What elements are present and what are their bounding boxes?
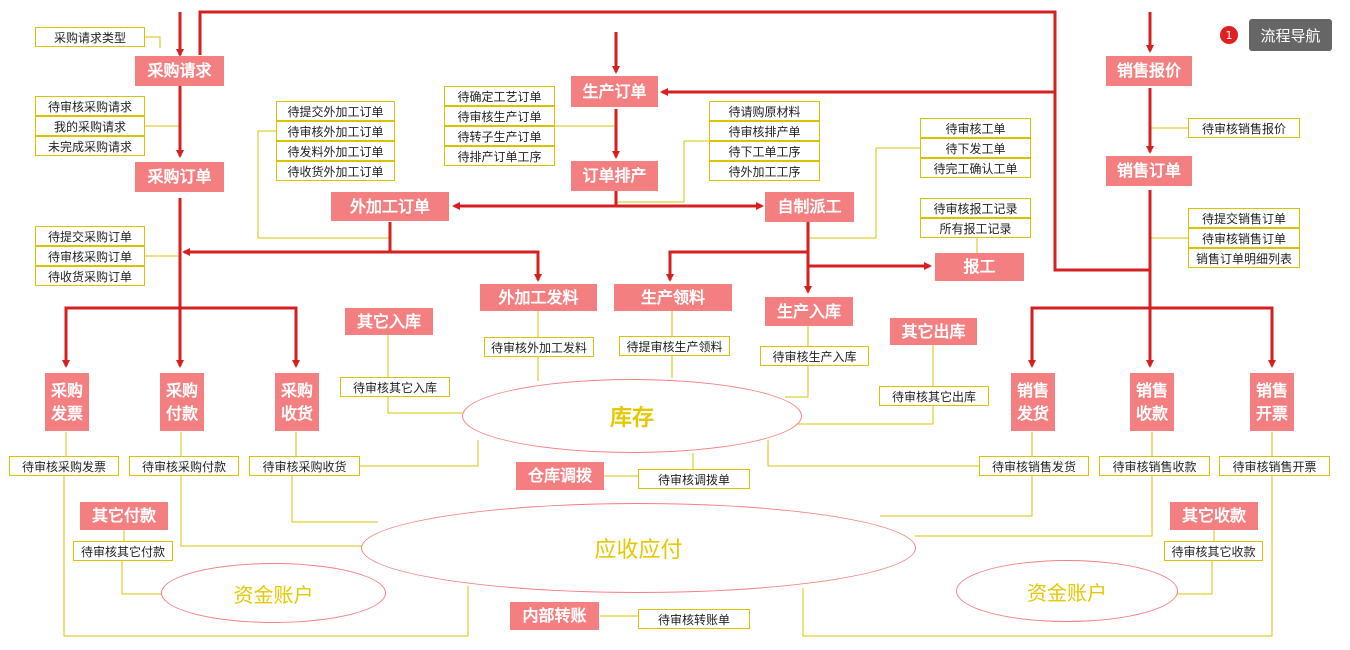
inventory-center[interactable]: 库存 xyxy=(462,379,802,453)
notification-badge: 1 xyxy=(1220,26,1238,44)
purchase-payment-node[interactable]: 采购付款 xyxy=(160,373,204,431)
task-sales-collect[interactable]: 待审核销售收款 xyxy=(1099,456,1210,476)
task-prod-order-item[interactable]: 待排产订单工序 xyxy=(444,146,555,166)
task-report-item[interactable]: 待审核报工记录 xyxy=(920,198,1031,218)
ar-ap-center[interactable]: 应收应付 xyxy=(361,503,916,593)
purchase-invoice-node[interactable]: 采购发票 xyxy=(45,373,89,431)
outsource-issue-node[interactable]: 外加工发料 xyxy=(480,284,597,311)
task-dispatch-item[interactable]: 待完工确认工单 xyxy=(920,158,1031,178)
sales-quote-node[interactable]: 销售报价 xyxy=(1106,56,1192,86)
other-out-node[interactable]: 其它出库 xyxy=(890,318,977,345)
task-purchase-receive[interactable]: 待审核采购收货 xyxy=(249,456,360,476)
task-other-out[interactable]: 待审核其它出库 xyxy=(879,386,989,406)
sales-collect-node[interactable]: 销售收款 xyxy=(1130,373,1174,431)
task-other-collect[interactable]: 待审核其它收款 xyxy=(1164,541,1263,561)
production-order-node[interactable]: 生产订单 xyxy=(571,76,658,107)
task-internal-transfer[interactable]: 待审核转账单 xyxy=(638,609,750,629)
task-purchase-payment[interactable]: 待审核采购付款 xyxy=(129,456,239,476)
fund-account-left[interactable]: 资金账户 xyxy=(161,563,386,623)
task-outsource-item[interactable]: 待发料外加工订单 xyxy=(276,141,395,161)
task-sales-invoice[interactable]: 待审核销售开票 xyxy=(1219,456,1330,476)
production-pick-node[interactable]: 生产领料 xyxy=(614,284,732,311)
task-purchase-invoice[interactable]: 待审核采购发票 xyxy=(9,456,119,476)
other-payment-node[interactable]: 其它付款 xyxy=(80,502,168,530)
task-report-item[interactable]: 所有报工记录 xyxy=(920,218,1031,238)
task-so-item[interactable]: 销售订单明细列表 xyxy=(1188,248,1300,268)
other-in-node[interactable]: 其它入库 xyxy=(345,308,433,335)
purchase-receive-node[interactable]: 采购收货 xyxy=(275,373,319,431)
task-pr-item[interactable]: 待审核采购请求 xyxy=(35,96,145,116)
process-flow-arrows xyxy=(62,10,1276,368)
task-so-item[interactable]: 待审核销售订单 xyxy=(1188,228,1300,248)
task-transfer[interactable]: 待审核调拨单 xyxy=(638,469,750,489)
fund-account-right[interactable]: 资金账户 xyxy=(956,560,1178,622)
purchase-request-node[interactable]: 采购请求 xyxy=(135,56,224,86)
task-pr-item[interactable]: 未完成采购请求 xyxy=(35,136,145,156)
task-so-item[interactable]: 待提交销售订单 xyxy=(1188,208,1300,228)
task-outsource-item[interactable]: 待收货外加工订单 xyxy=(276,161,395,181)
task-sales-ship[interactable]: 待审核销售发货 xyxy=(979,456,1089,476)
process-nav-button[interactable]: 流程导航 xyxy=(1249,19,1332,51)
task-schedule-item[interactable]: 待下工单工序 xyxy=(709,141,820,161)
task-schedule-item[interactable]: 待外加工工序 xyxy=(709,161,820,181)
production-in-node[interactable]: 生产入库 xyxy=(765,297,853,326)
task-schedule-item[interactable]: 待请购原材料 xyxy=(709,101,820,121)
task-other-payment[interactable]: 待审核其它付款 xyxy=(73,541,173,561)
sales-invoice-node[interactable]: 销售开票 xyxy=(1250,373,1294,431)
task-prod-order-item[interactable]: 待转子生产订单 xyxy=(444,126,555,146)
purchase-order-node[interactable]: 采购订单 xyxy=(135,162,224,192)
task-outsource-item[interactable]: 待审核外加工订单 xyxy=(276,121,395,141)
self-dispatch-node[interactable]: 自制派工 xyxy=(765,192,854,222)
task-pr-item[interactable]: 我的采购请求 xyxy=(35,116,145,136)
task-outsource-issue[interactable]: 待审核外加工发料 xyxy=(484,337,594,357)
task-production-pick[interactable]: 待提审核生产领料 xyxy=(619,336,730,356)
sales-ship-node[interactable]: 销售发货 xyxy=(1011,373,1055,431)
task-po-item[interactable]: 待审核采购订单 xyxy=(35,246,145,266)
task-link-lines xyxy=(63,36,1273,637)
task-prod-order-item[interactable]: 待确定工艺订单 xyxy=(444,86,555,106)
task-dispatch-item[interactable]: 待下发工单 xyxy=(920,138,1031,158)
task-po-item[interactable]: 待收货采购订单 xyxy=(35,266,145,286)
task-outsource-item[interactable]: 待提交外加工订单 xyxy=(276,101,395,121)
task-schedule-item[interactable]: 待审核排产单 xyxy=(709,121,820,141)
other-collect-node[interactable]: 其它收款 xyxy=(1170,502,1258,530)
task-quote-item[interactable]: 待审核销售报价 xyxy=(1188,118,1300,138)
work-report-node[interactable]: 报工 xyxy=(935,253,1024,281)
warehouse-transfer-node[interactable]: 仓库调拨 xyxy=(516,462,604,490)
internal-transfer-node[interactable]: 内部转账 xyxy=(510,602,599,630)
task-dispatch-item[interactable]: 待审核工单 xyxy=(920,118,1031,138)
task-prod-order-item[interactable]: 待审核生产订单 xyxy=(444,106,555,126)
order-schedule-node[interactable]: 订单排产 xyxy=(571,161,658,191)
task-production-in[interactable]: 待审核生产入库 xyxy=(760,346,869,366)
task-other-in[interactable]: 待审核其它入库 xyxy=(340,377,450,397)
outsource-order-node[interactable]: 外加工订单 xyxy=(331,192,449,221)
sales-order-node[interactable]: 销售订单 xyxy=(1106,156,1192,186)
task-purchase-request-type[interactable]: 采购请求类型 xyxy=(35,27,145,47)
task-po-item[interactable]: 待提交采购订单 xyxy=(35,226,145,246)
